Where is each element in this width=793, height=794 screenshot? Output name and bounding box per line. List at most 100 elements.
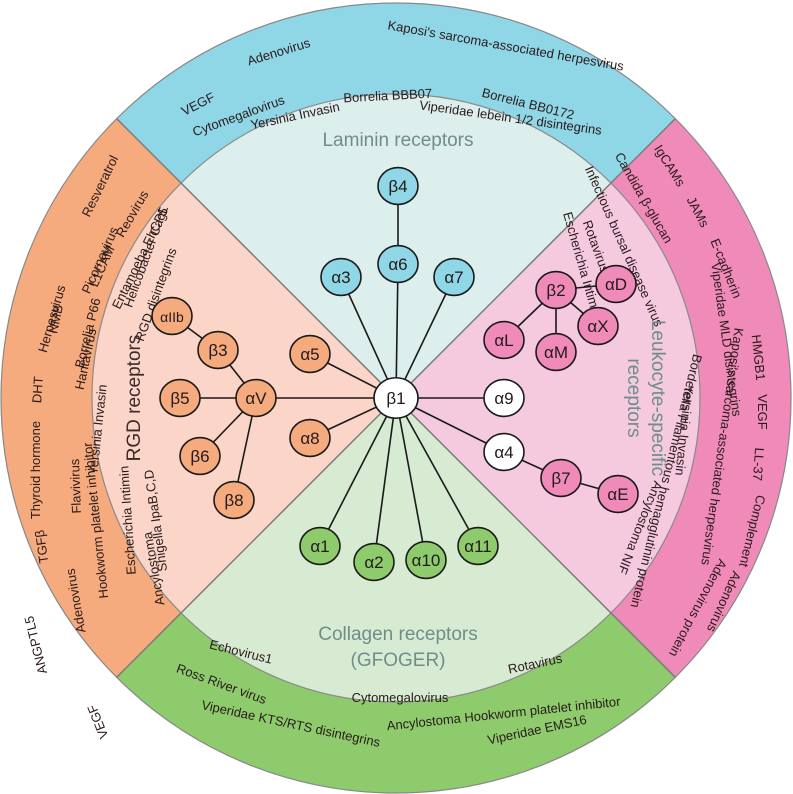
node-circle-a6: [377, 244, 419, 284]
node-b4: β4: [377, 166, 419, 206]
leukocyte-ligand-label: HMGB1: [749, 334, 769, 382]
node-aV: αV: [235, 378, 277, 418]
node-circle-aD: [595, 264, 637, 304]
node-label-a9: α9: [494, 389, 513, 408]
node-circle-a5: [289, 334, 331, 374]
node-label-b1: β1: [386, 389, 405, 408]
node-b3: β3: [197, 330, 239, 370]
node-aD: αD: [595, 264, 637, 304]
node-circle-a11: [457, 526, 499, 566]
laminin-ligand-label: Borrelia BBB07: [343, 86, 433, 106]
node-label-aE: αE: [607, 485, 628, 504]
node-b5: β5: [159, 378, 201, 418]
node-circle-aM: [535, 332, 577, 372]
rgd-title: RGD receptors: [124, 335, 145, 462]
node-circle-aV: [235, 378, 277, 418]
node-b1: β1: [373, 376, 419, 420]
node-label-a10: α10: [412, 551, 441, 570]
node-label-a6: α6: [388, 255, 407, 274]
sector-divider: [395, 118, 676, 399]
rgd-ligand-label: DHT: [29, 376, 46, 404]
node-label-aM: αM: [544, 343, 568, 362]
node-circle-b1: [373, 376, 419, 420]
node-circle-b3: [197, 330, 239, 370]
node-a5: α5: [289, 334, 331, 374]
collagen-title-line2: (GFOGER): [351, 650, 446, 671]
rgd-ligand-label: ANGPTL5: [21, 615, 50, 676]
leukocyte-ligand-label: VEGF: [755, 394, 770, 429]
node-circle-b7: [540, 458, 582, 498]
node-aE: αE: [597, 474, 639, 514]
node-label-b8: β8: [224, 491, 243, 510]
node-circle-a7: [433, 257, 475, 297]
node-b7: β7: [540, 458, 582, 498]
edge-b1-a3: [340, 276, 397, 399]
node-a2: α2: [353, 542, 395, 582]
node-label-b7: β7: [551, 469, 570, 488]
edge-b1-a7: [395, 276, 455, 399]
node-circle-aIIb: [151, 296, 193, 336]
node-label-aD: αD: [605, 275, 627, 294]
node-circle-b4: [377, 166, 419, 206]
leukocyte-ligand-label: LL-37: [750, 447, 767, 481]
leukocyte-title-line1: Leukocyte-specific: [647, 320, 668, 476]
node-a8: α8: [289, 418, 331, 458]
edge-b1-a6: [395, 263, 399, 399]
node-label-a8: α8: [300, 429, 319, 448]
leukocyte-title-line2: receptors: [623, 358, 644, 437]
rgd-ligand-label: TGFβ: [32, 529, 52, 564]
sector-divider: [116, 397, 397, 678]
rgd-ligand-label: Flavivirus: [67, 458, 84, 514]
node-a3: α3: [320, 257, 362, 297]
node-circle-aL: [483, 320, 525, 360]
collagen-ligand-label: Cytomegalovirus: [352, 690, 449, 705]
node-label-b6: β6: [190, 447, 209, 466]
node-label-aV: αV: [245, 389, 267, 408]
edge-b1-a1: [319, 397, 397, 547]
node-circle-aX: [577, 306, 619, 346]
node-circle-aE: [597, 474, 639, 514]
node-circle-a8: [289, 418, 331, 458]
node-circle-a2: [353, 542, 395, 582]
node-aM: αM: [535, 332, 577, 372]
node-circle-a3: [320, 257, 362, 297]
node-circle-a1: [299, 526, 341, 566]
edge-b1-a2: [373, 397, 397, 563]
collagen-inner-sector: [181, 398, 611, 702]
sector-divider: [116, 118, 397, 399]
node-circle-a4: [483, 432, 525, 472]
node-label-a11: α11: [464, 537, 491, 556]
node-label-aX: αX: [587, 317, 608, 336]
edge-b1-a11: [395, 397, 479, 547]
node-circle-b2: [535, 270, 577, 310]
rgd-ligand-label: VEGF: [84, 702, 111, 740]
node-aL: αL: [483, 320, 525, 360]
rgd-ligand-label: NMB: [45, 303, 66, 334]
sector-divider: [395, 397, 676, 678]
node-b6: β6: [179, 436, 221, 476]
node-label-b2: β2: [546, 281, 565, 300]
collagen-title-line1: Collagen receptors: [318, 624, 477, 645]
node-label-a5: α5: [300, 345, 319, 364]
node-label-b4: β4: [388, 177, 407, 196]
node-a10: α10: [405, 540, 447, 580]
node-b2: β2: [535, 270, 577, 310]
node-label-a3: α3: [331, 268, 350, 287]
node-label-a2: α2: [364, 553, 383, 572]
node-circle-a10: [405, 540, 447, 580]
node-label-a7: α7: [444, 268, 463, 287]
node-a6: α6: [377, 244, 419, 284]
inner-rim: [91, 93, 701, 703]
node-label-b3: β3: [208, 341, 227, 360]
laminin-title: Laminin receptors: [322, 130, 473, 151]
node-label-a1: α1: [310, 537, 329, 556]
node-a7: α7: [433, 257, 475, 297]
node-circle-a9: [483, 378, 525, 418]
node-circle-b6: [179, 436, 221, 476]
node-label-b5: β5: [170, 389, 189, 408]
node-circle-b5: [159, 378, 201, 418]
node-label-a4: α4: [494, 443, 513, 462]
